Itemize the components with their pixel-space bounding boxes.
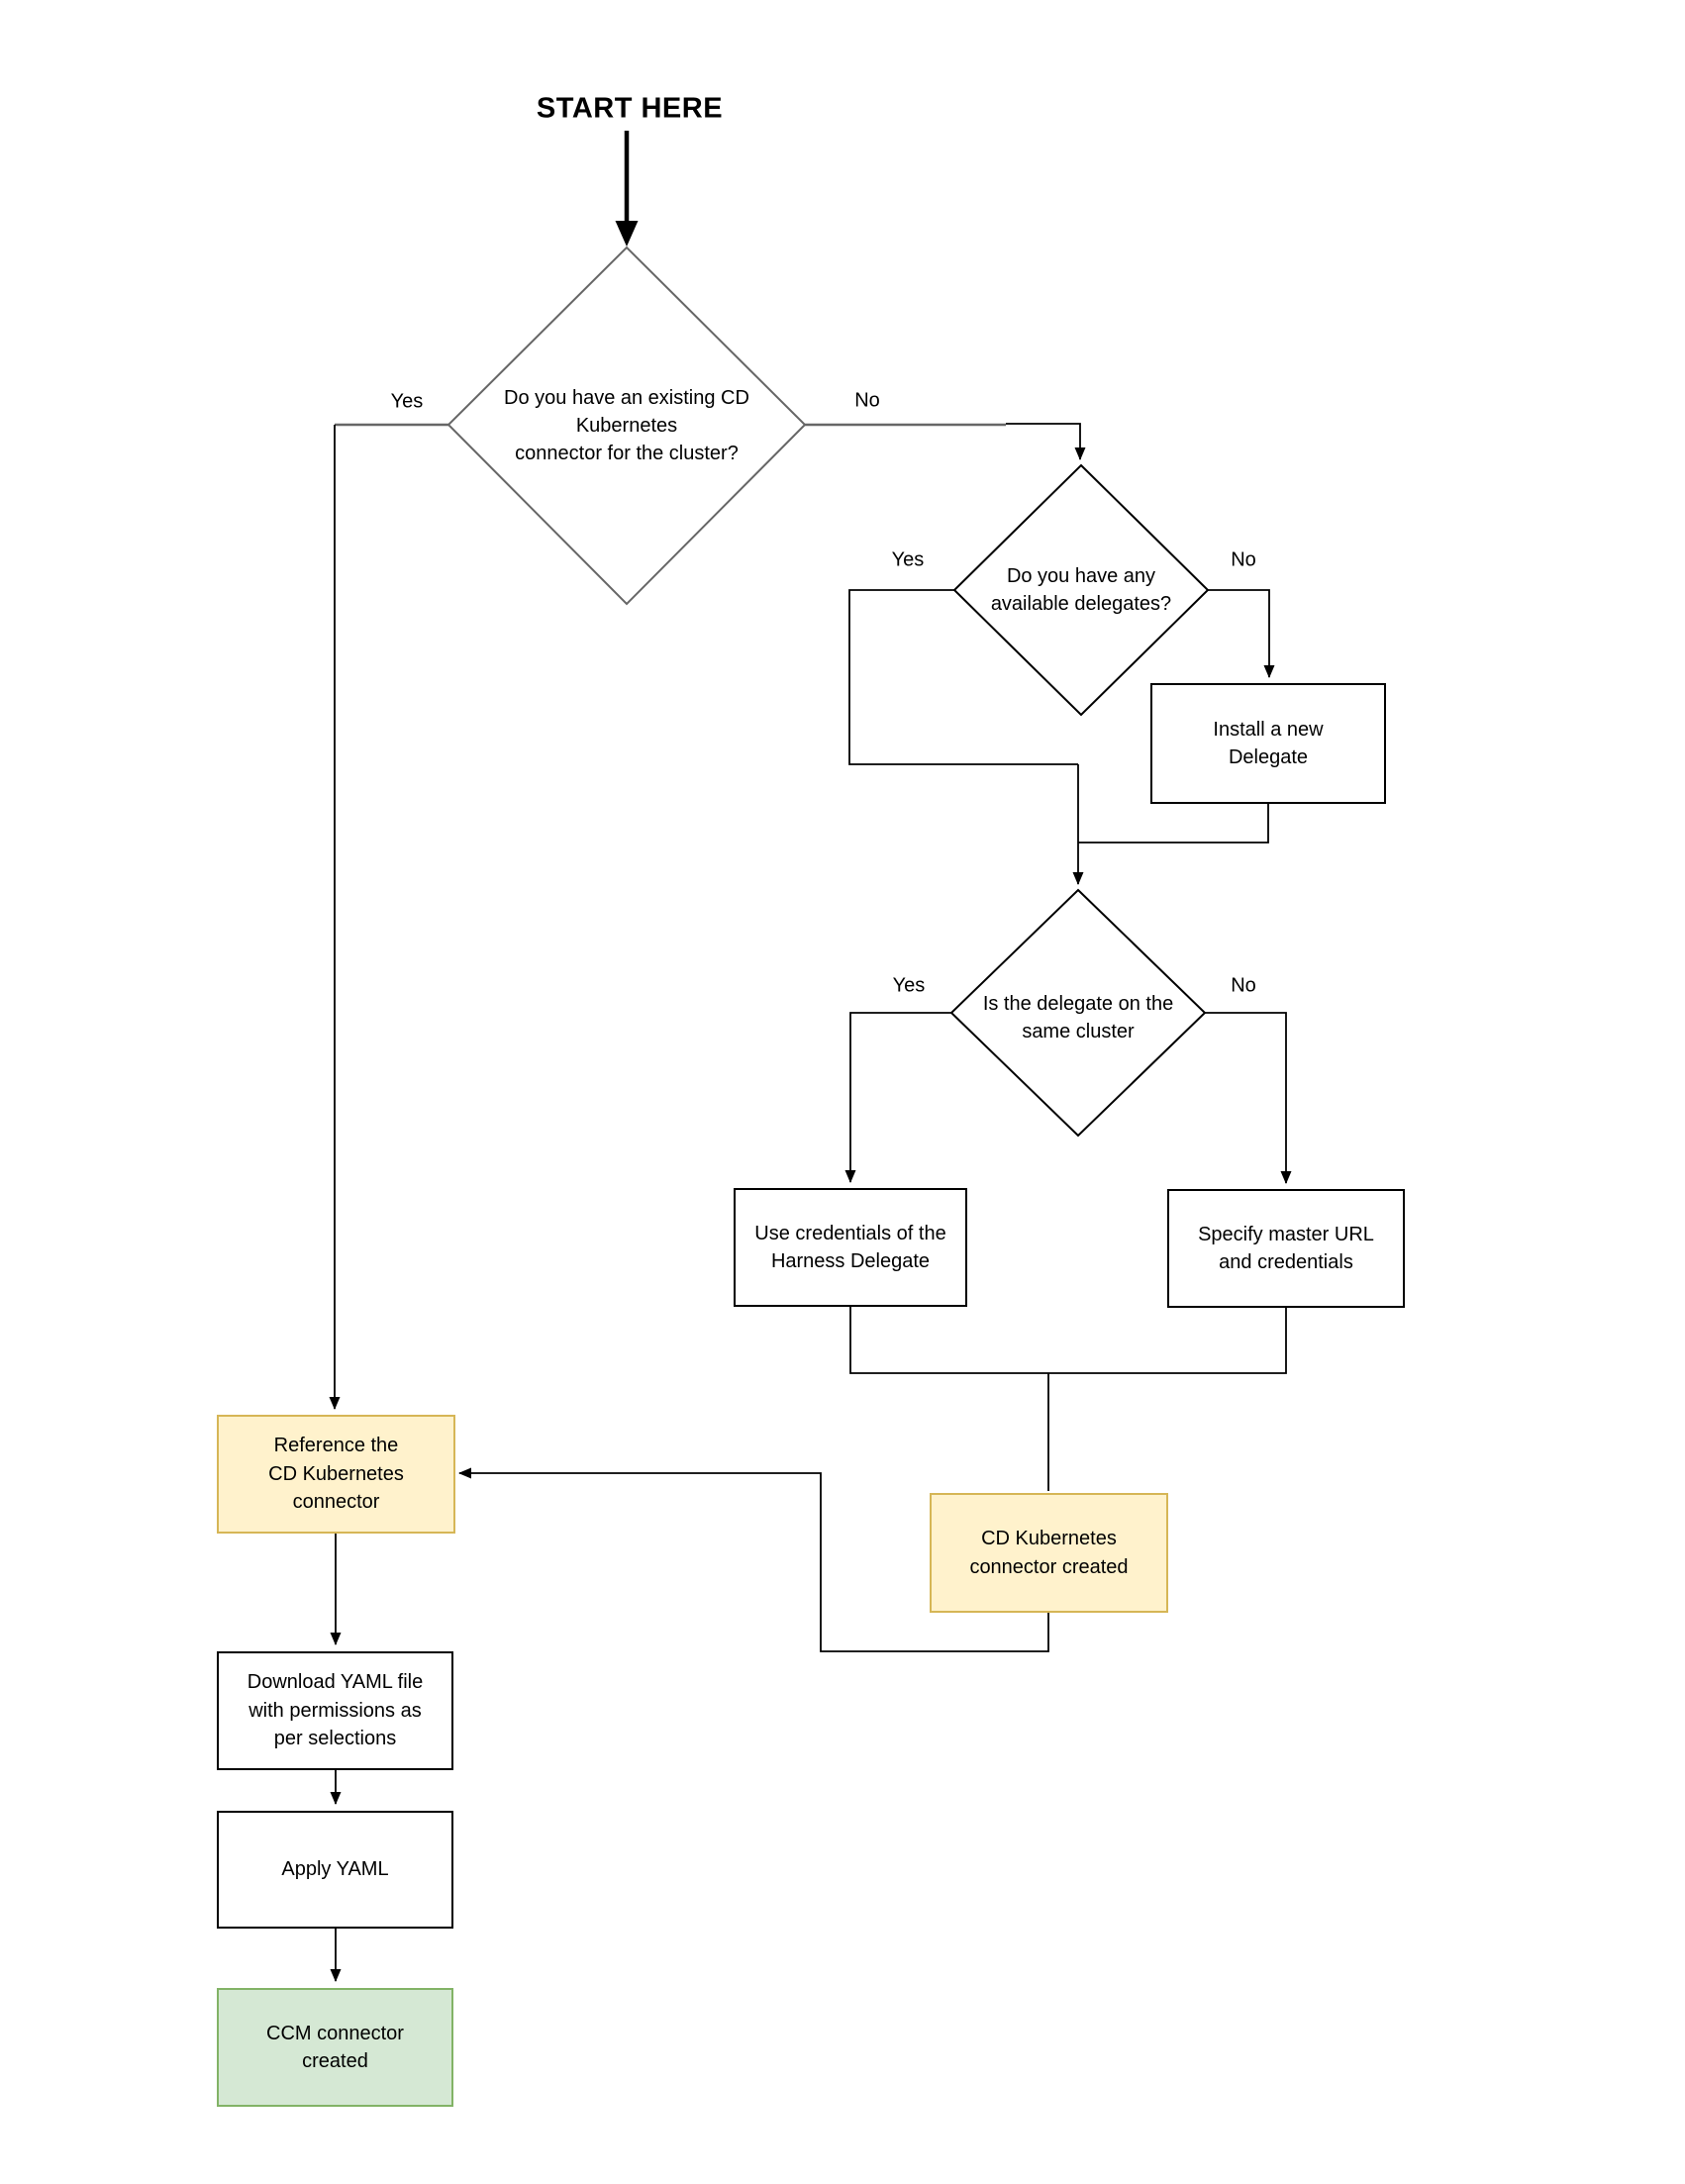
decision-available-delegates-text: Do you have any available delegates?: [990, 565, 1172, 615]
decision-existing-connector-shape: [446, 246, 807, 606]
edge-label-d1-yes: Yes: [390, 390, 424, 413]
box-download-yaml: Download YAML file with permissions as p…: [217, 1651, 453, 1770]
decision-existing-connector-text: Do you have an existing CD Kubernetes co…: [504, 387, 749, 464]
box-install-delegate: Install a new Delegate: [1150, 683, 1386, 804]
edge-label-d1-no: No: [854, 389, 880, 412]
edge-label-d3-yes: Yes: [892, 974, 926, 997]
edge-d2-no: [1208, 589, 1275, 678]
edge-d3-no: [1205, 1012, 1292, 1184]
decision-same-cluster-shape: [949, 888, 1207, 1138]
box-use-credentials: Use credentials of the Harness Delegate: [734, 1188, 967, 1307]
edge-d3-yes: [844, 1012, 951, 1183]
edge-d2-yes: [848, 589, 1078, 765]
decision-same-cluster-text: Is the delegate on the same cluster: [982, 993, 1174, 1042]
box-reference-connector: Reference the CD Kubernetes connector: [217, 1415, 455, 1534]
edge-label-d3-no: No: [1231, 974, 1256, 997]
edge-credentials-merge: [849, 1307, 1287, 1491]
edge-d1-no: [1006, 423, 1086, 460]
start-arrow-head: [615, 221, 639, 247]
box-cd-connector-created: CD Kubernetes connector created: [930, 1493, 1168, 1613]
box-ccm-connector-created: CCM connector created: [217, 1988, 453, 2107]
edge-label-d2-no: No: [1231, 548, 1256, 571]
edge-cd-created-to-reference: [458, 1467, 1049, 1652]
edge-label-d2-yes: Yes: [891, 548, 925, 571]
box-specify-master-url: Specify master URL and credentials: [1167, 1189, 1405, 1308]
decision-available-delegates-shape: [952, 463, 1210, 717]
start-here-title: START HERE: [536, 92, 724, 125]
edge-install-return: [1078, 804, 1269, 844]
box-apply-yaml: Apply YAML: [217, 1811, 453, 1929]
